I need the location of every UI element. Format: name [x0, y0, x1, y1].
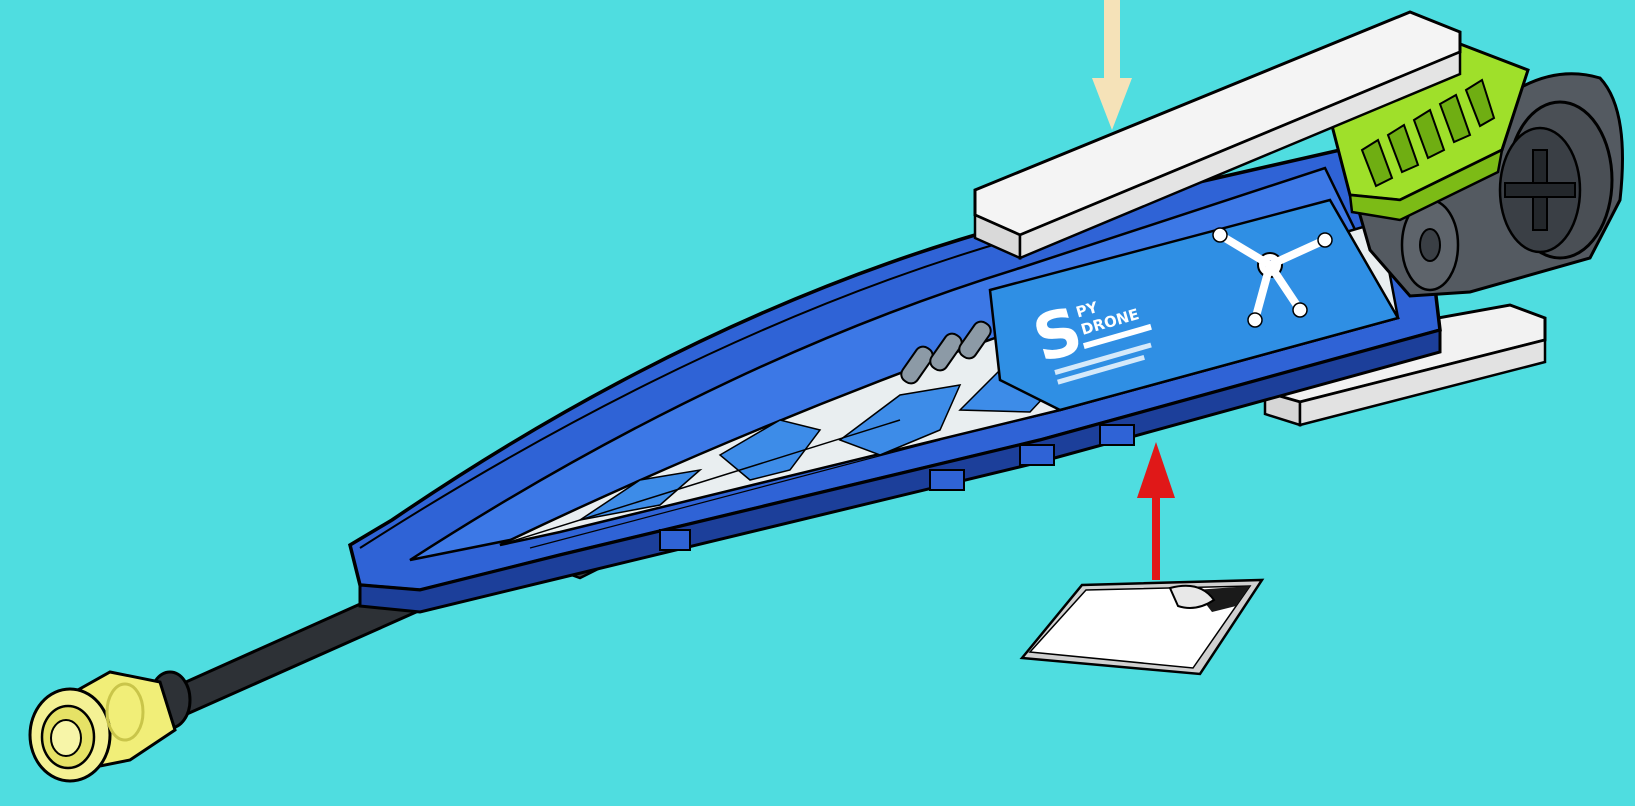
build-step-illustration: S PY DRONE	[0, 0, 1635, 806]
